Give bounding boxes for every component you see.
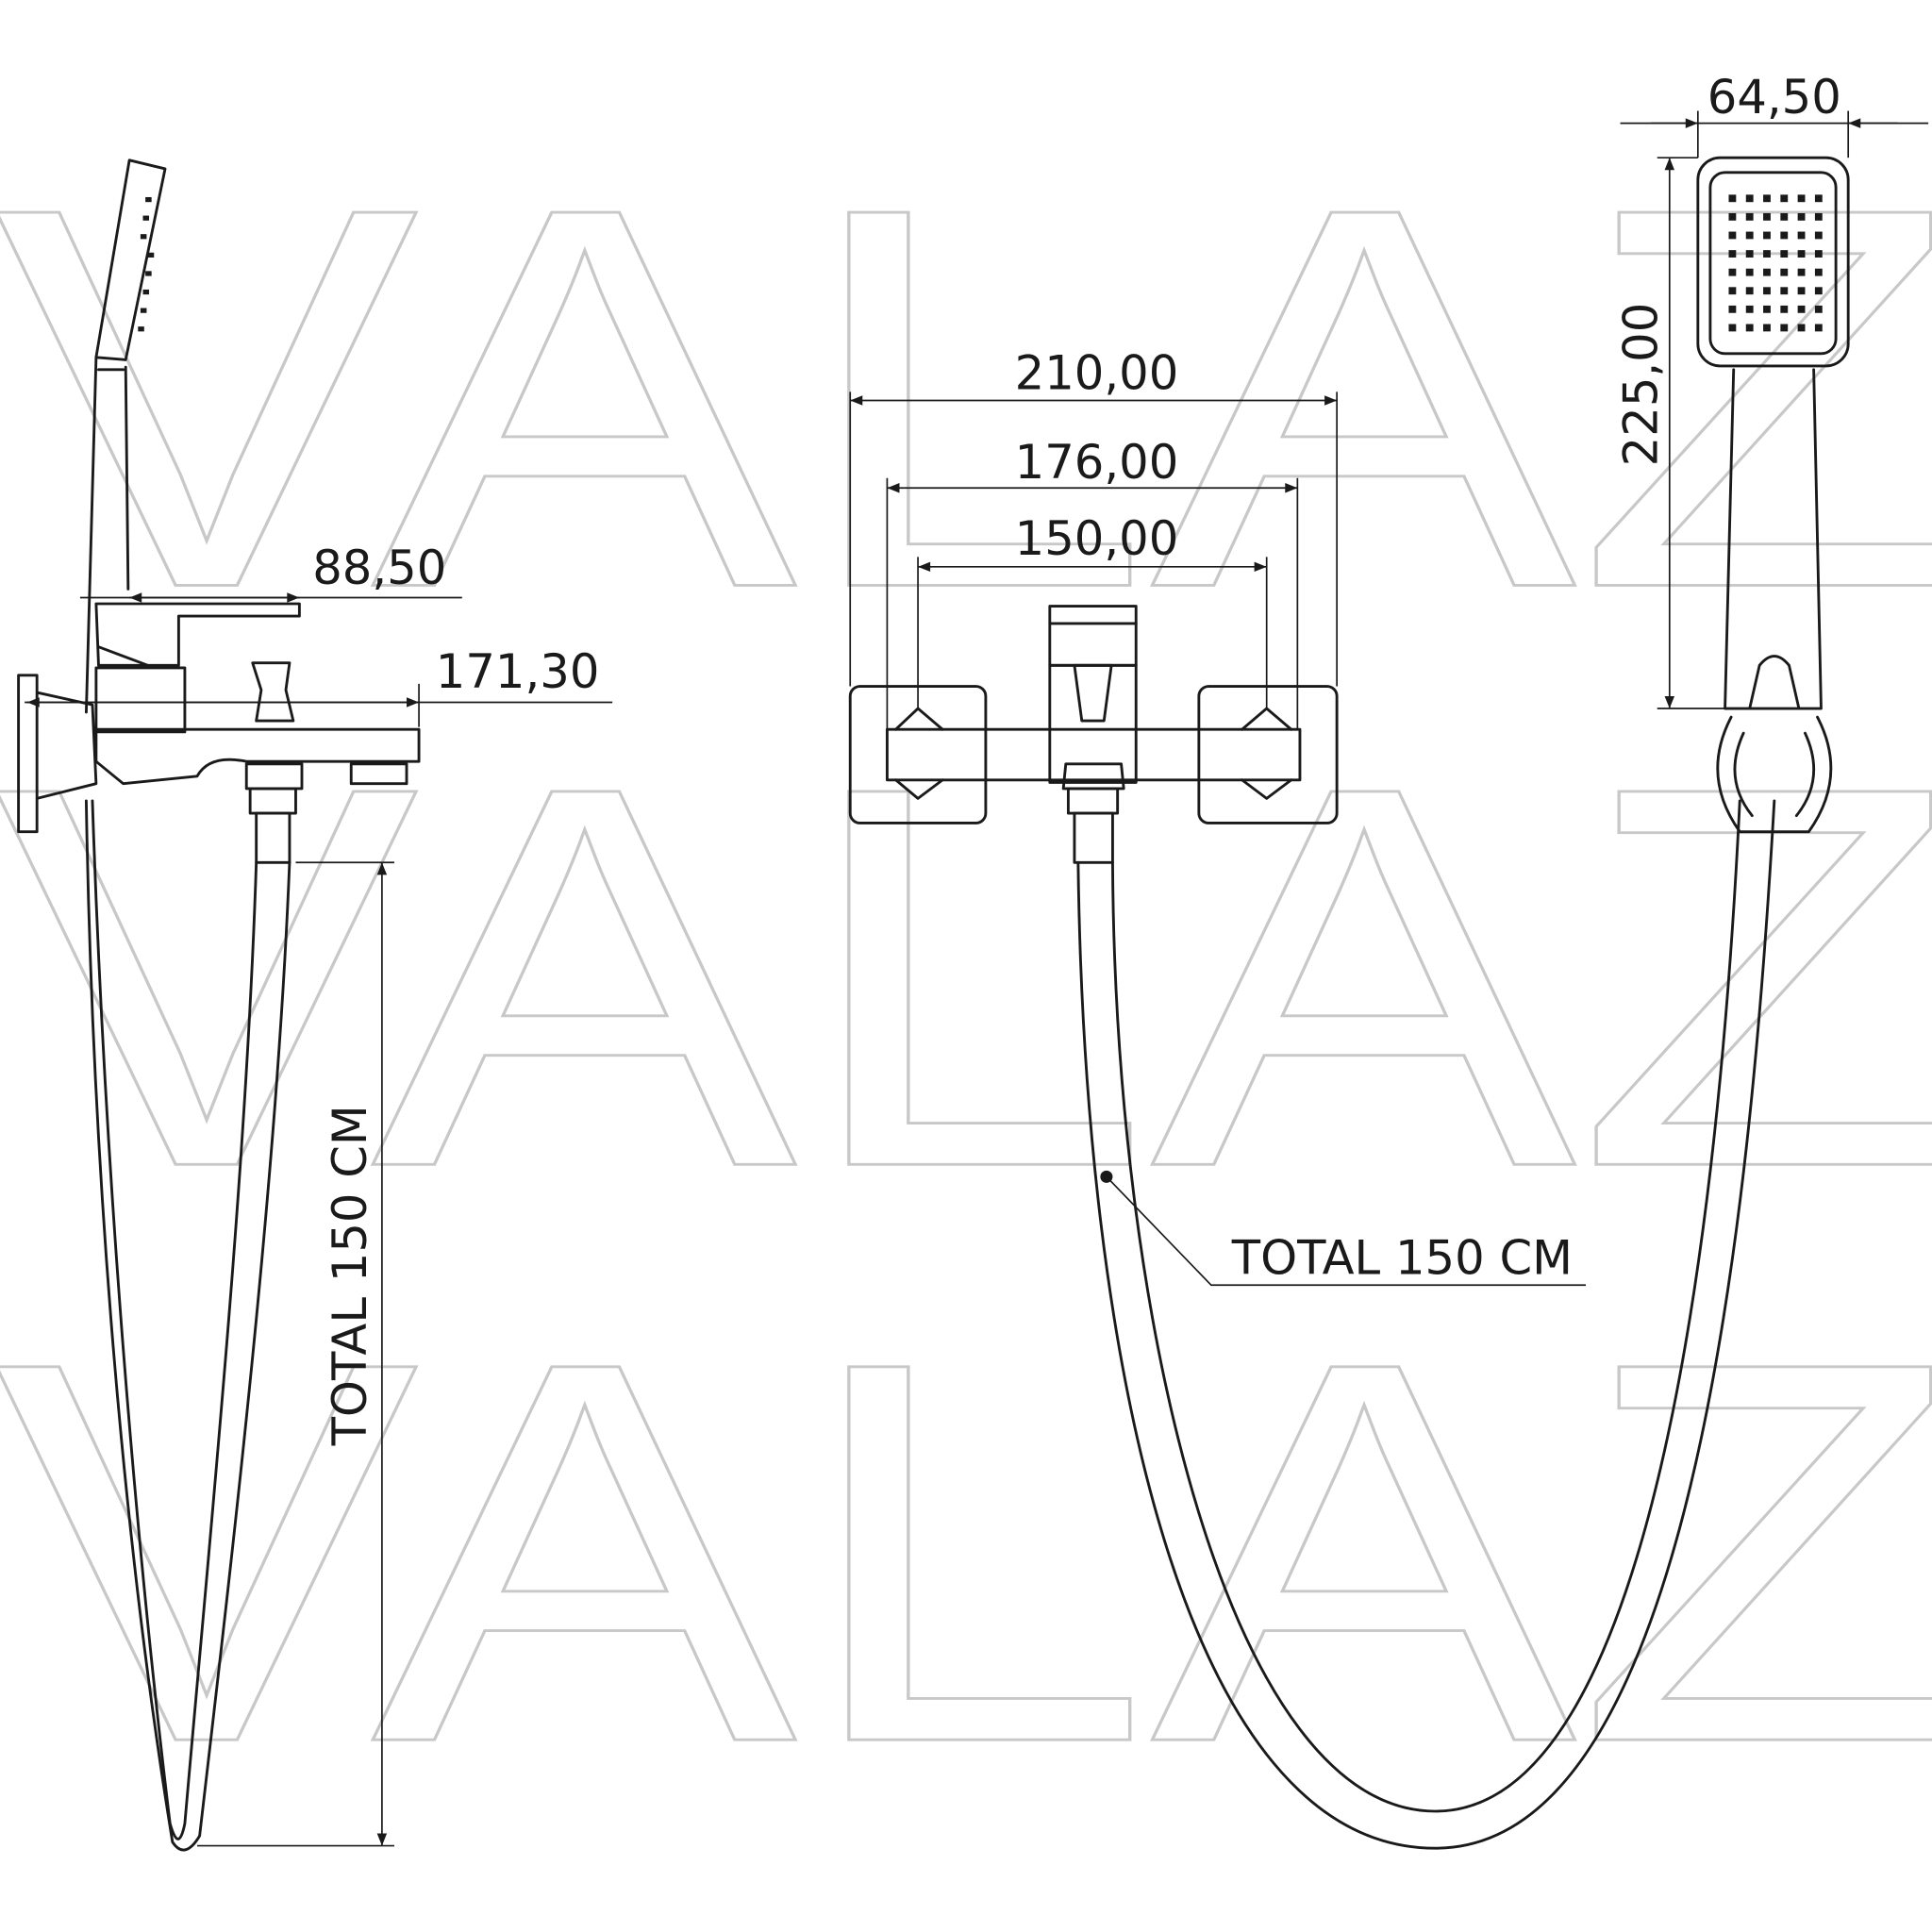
hose-front <box>1076 799 1776 1850</box>
hose-side <box>84 799 291 1852</box>
nozzle <box>1780 212 1789 221</box>
dim-label-210: 210,00 <box>1015 346 1179 401</box>
nozzle <box>1728 231 1737 240</box>
nozzle <box>1797 287 1806 295</box>
dim-label-64-50: 64,50 <box>1707 70 1841 125</box>
nozzle <box>1814 231 1823 240</box>
watermark: VALAZ VALAZ VALAZ <box>0 93 1932 1857</box>
nozzle <box>1780 305 1789 313</box>
nozzle <box>1797 305 1806 313</box>
watermark-row-3: VALAZ <box>0 1249 1932 1855</box>
nozzle <box>1745 305 1754 313</box>
nozzle <box>1745 268 1754 276</box>
nozzle-grid <box>1728 194 1823 332</box>
watermark-row-2: VALAZ <box>0 674 1932 1279</box>
dim-label-88-50: 88,50 <box>312 541 446 595</box>
nozzle <box>1797 212 1806 221</box>
nozzle <box>1780 250 1789 258</box>
nozzle <box>1728 212 1737 221</box>
nozzle <box>1763 250 1771 258</box>
nozzle <box>1728 250 1737 258</box>
nozzle <box>1780 194 1789 203</box>
dimension-length: 225,00 <box>1614 157 1725 709</box>
nozzle <box>1814 250 1823 258</box>
nozzle <box>1763 268 1771 276</box>
nozzle <box>1728 324 1737 332</box>
side-view: 88,50 171,30 TOTAL 150 CM <box>17 158 613 1852</box>
dimension-centers: 150,00 <box>917 511 1268 709</box>
nozzle <box>1814 268 1823 276</box>
nozzle <box>1745 231 1754 240</box>
nozzle <box>1797 231 1806 240</box>
hand-shower-front: 64,50 225,00 <box>1614 70 1929 834</box>
hose-callout: TOTAL 150 CM <box>1100 1170 1586 1287</box>
nozzle <box>1797 324 1806 332</box>
nozzle <box>1745 250 1754 258</box>
nozzle <box>1763 324 1771 332</box>
dim-label-171-30: 171,30 <box>436 644 600 699</box>
hand-shower-side <box>84 158 167 714</box>
nozzle <box>1780 268 1789 276</box>
nozzle <box>1814 305 1823 313</box>
nozzle <box>1814 212 1823 221</box>
nozzle <box>1780 324 1789 332</box>
dimension-hose-length: TOTAL 150 CM <box>196 861 394 1847</box>
nozzle <box>1745 287 1754 295</box>
nozzle <box>1780 231 1789 240</box>
dimension-outer: 176,00 <box>886 435 1299 730</box>
dim-label-225: 225,00 <box>1614 303 1669 467</box>
dimension-lever: 88,50 <box>79 541 462 603</box>
hose-callout-label: TOTAL 150 CM <box>1231 1231 1573 1286</box>
dim-label-176: 176,00 <box>1015 435 1179 490</box>
nozzle <box>1728 194 1737 203</box>
dimension-width: 64,50 <box>1620 70 1929 158</box>
nozzle <box>1763 287 1771 295</box>
nozzle <box>1745 324 1754 332</box>
dimension-overall: 210,00 <box>849 346 1338 687</box>
nozzle <box>1797 194 1806 203</box>
nozzle <box>1728 305 1737 313</box>
nozzle <box>1745 212 1754 221</box>
nozzle <box>1780 287 1789 295</box>
nozzle <box>1728 268 1737 276</box>
nozzle <box>1763 305 1771 313</box>
dimension-projection: 171,30 <box>25 644 613 727</box>
dim-label-150: 150,00 <box>1015 511 1179 566</box>
nozzle <box>1814 324 1823 332</box>
nozzle <box>1728 287 1737 295</box>
nozzle <box>1745 194 1754 203</box>
hose-length-label: TOTAL 150 CM <box>323 1105 377 1446</box>
nozzle <box>1814 194 1823 203</box>
nozzle <box>1763 212 1771 221</box>
nozzle <box>1814 287 1823 295</box>
mixer-body-front <box>848 605 1339 864</box>
front-view: TOTAL 150 CM 210,00 176,00 150,00 <box>848 346 1776 1850</box>
nozzle <box>1797 268 1806 276</box>
nozzle <box>1763 231 1771 240</box>
nozzle <box>1763 194 1771 203</box>
nozzle <box>1797 250 1806 258</box>
